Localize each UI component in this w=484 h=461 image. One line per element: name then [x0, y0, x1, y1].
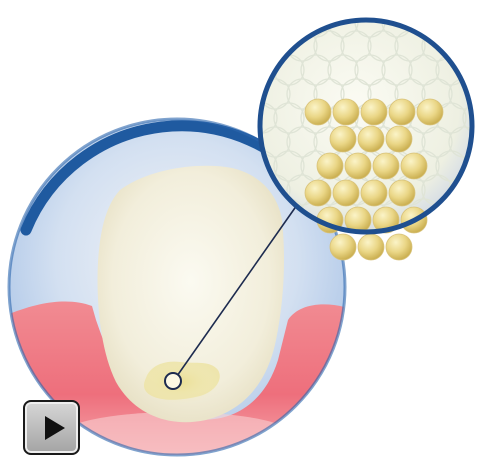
enamel-crystal: [373, 153, 399, 179]
lesion-marker: [165, 373, 181, 389]
enamel-crystal: [333, 99, 359, 125]
hex-cell: [463, 199, 484, 229]
enamel-crystal: [389, 180, 415, 206]
hex-cell: [247, 7, 277, 37]
enamel-crystal: [345, 153, 371, 179]
hex-cell: [476, 175, 484, 205]
enamel-crystal: [361, 99, 387, 125]
enamel-crystal: [358, 126, 384, 152]
hex-cell: [463, 7, 484, 37]
enamel-crystal: [317, 153, 343, 179]
hex-cell: [463, 55, 484, 85]
enamel-crystal: [330, 126, 356, 152]
play-icon: [45, 416, 65, 440]
enamel-crystal: [358, 234, 384, 260]
enamel-crystal: [389, 99, 415, 125]
enamel-crystal: [401, 153, 427, 179]
hex-cell: [476, 79, 484, 109]
hex-cell: [449, 31, 479, 61]
enamel-crystal: [361, 180, 387, 206]
hex-cell: [274, 7, 304, 37]
enamel-crystal: [386, 126, 412, 152]
hex-cell: [436, 7, 466, 37]
enamel-crystal: [386, 234, 412, 260]
play-button[interactable]: [23, 400, 80, 455]
enamel-crystal: [330, 234, 356, 260]
enamel-crystal: [305, 180, 331, 206]
enamel-crystal: [305, 99, 331, 125]
hex-cell: [476, 127, 484, 157]
enamel-crystal: [333, 180, 359, 206]
hex-cell: [476, 31, 484, 61]
enamel-crystal: [417, 99, 443, 125]
